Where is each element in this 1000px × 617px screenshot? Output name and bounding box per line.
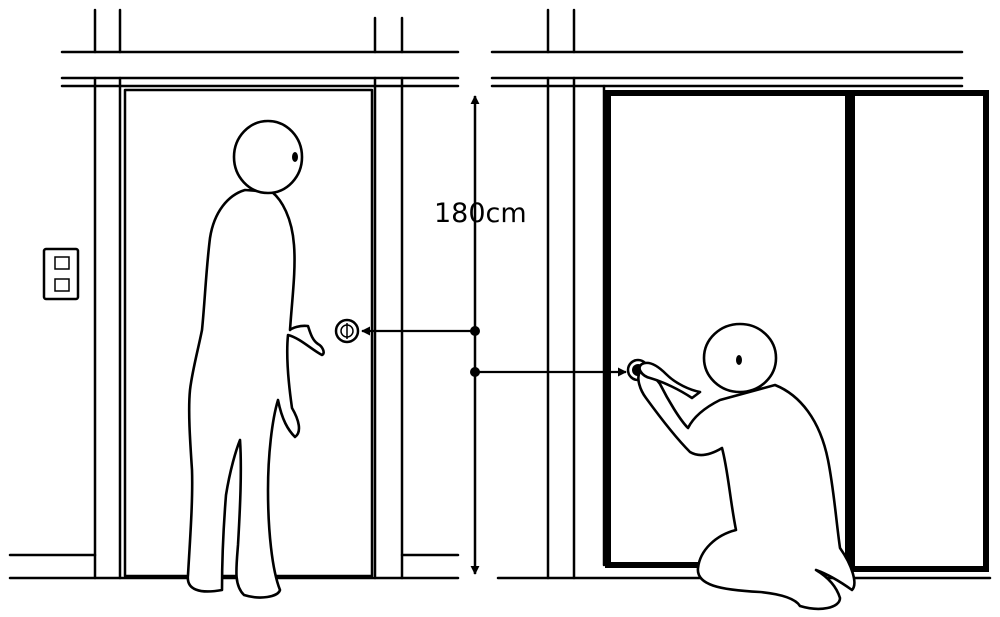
door-knob-icon (334, 318, 360, 344)
light-switch-icon (42, 247, 80, 301)
dimension-indicator: 180cm (361, 95, 627, 575)
pull-height-dot (470, 367, 480, 377)
standing-person-eye (292, 152, 298, 162)
standing-person-figure (186, 119, 325, 599)
left-ceiling-lines (60, 8, 460, 88)
kneeling-person-eye (736, 355, 742, 365)
height-dimension-label: 180cm (434, 198, 527, 229)
right-ceiling-lines (490, 8, 964, 88)
knob-height-dot (470, 326, 480, 336)
right-pillars (546, 76, 606, 580)
left-scene (8, 8, 460, 599)
left-pillars (93, 76, 404, 580)
right-scene (490, 8, 992, 611)
sliding-door-second-panel (849, 90, 989, 572)
kneeling-person-figure (637, 322, 856, 611)
left-floor-lines (8, 553, 460, 580)
